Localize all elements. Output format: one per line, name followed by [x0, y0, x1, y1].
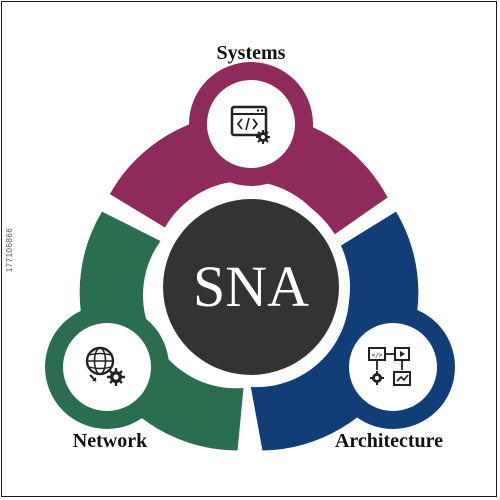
architecture-icon-disc [349, 323, 437, 411]
center-label: SNA [193, 254, 309, 319]
architecture-flow-icon: </> [368, 347, 411, 386]
label-network: Network [73, 430, 148, 452]
svg-text:</>: </> [372, 352, 383, 359]
center-hub [163, 199, 339, 375]
systems-icon-disc [207, 80, 295, 168]
label-architecture: Architecture [335, 430, 443, 452]
label-systems: Systems [217, 42, 286, 64]
globe-network-gear-icon [85, 346, 125, 386]
code-window-gear-icon [230, 105, 270, 144]
network-icon-disc [63, 323, 151, 411]
stock-id-text: 177106866 [5, 227, 14, 273]
